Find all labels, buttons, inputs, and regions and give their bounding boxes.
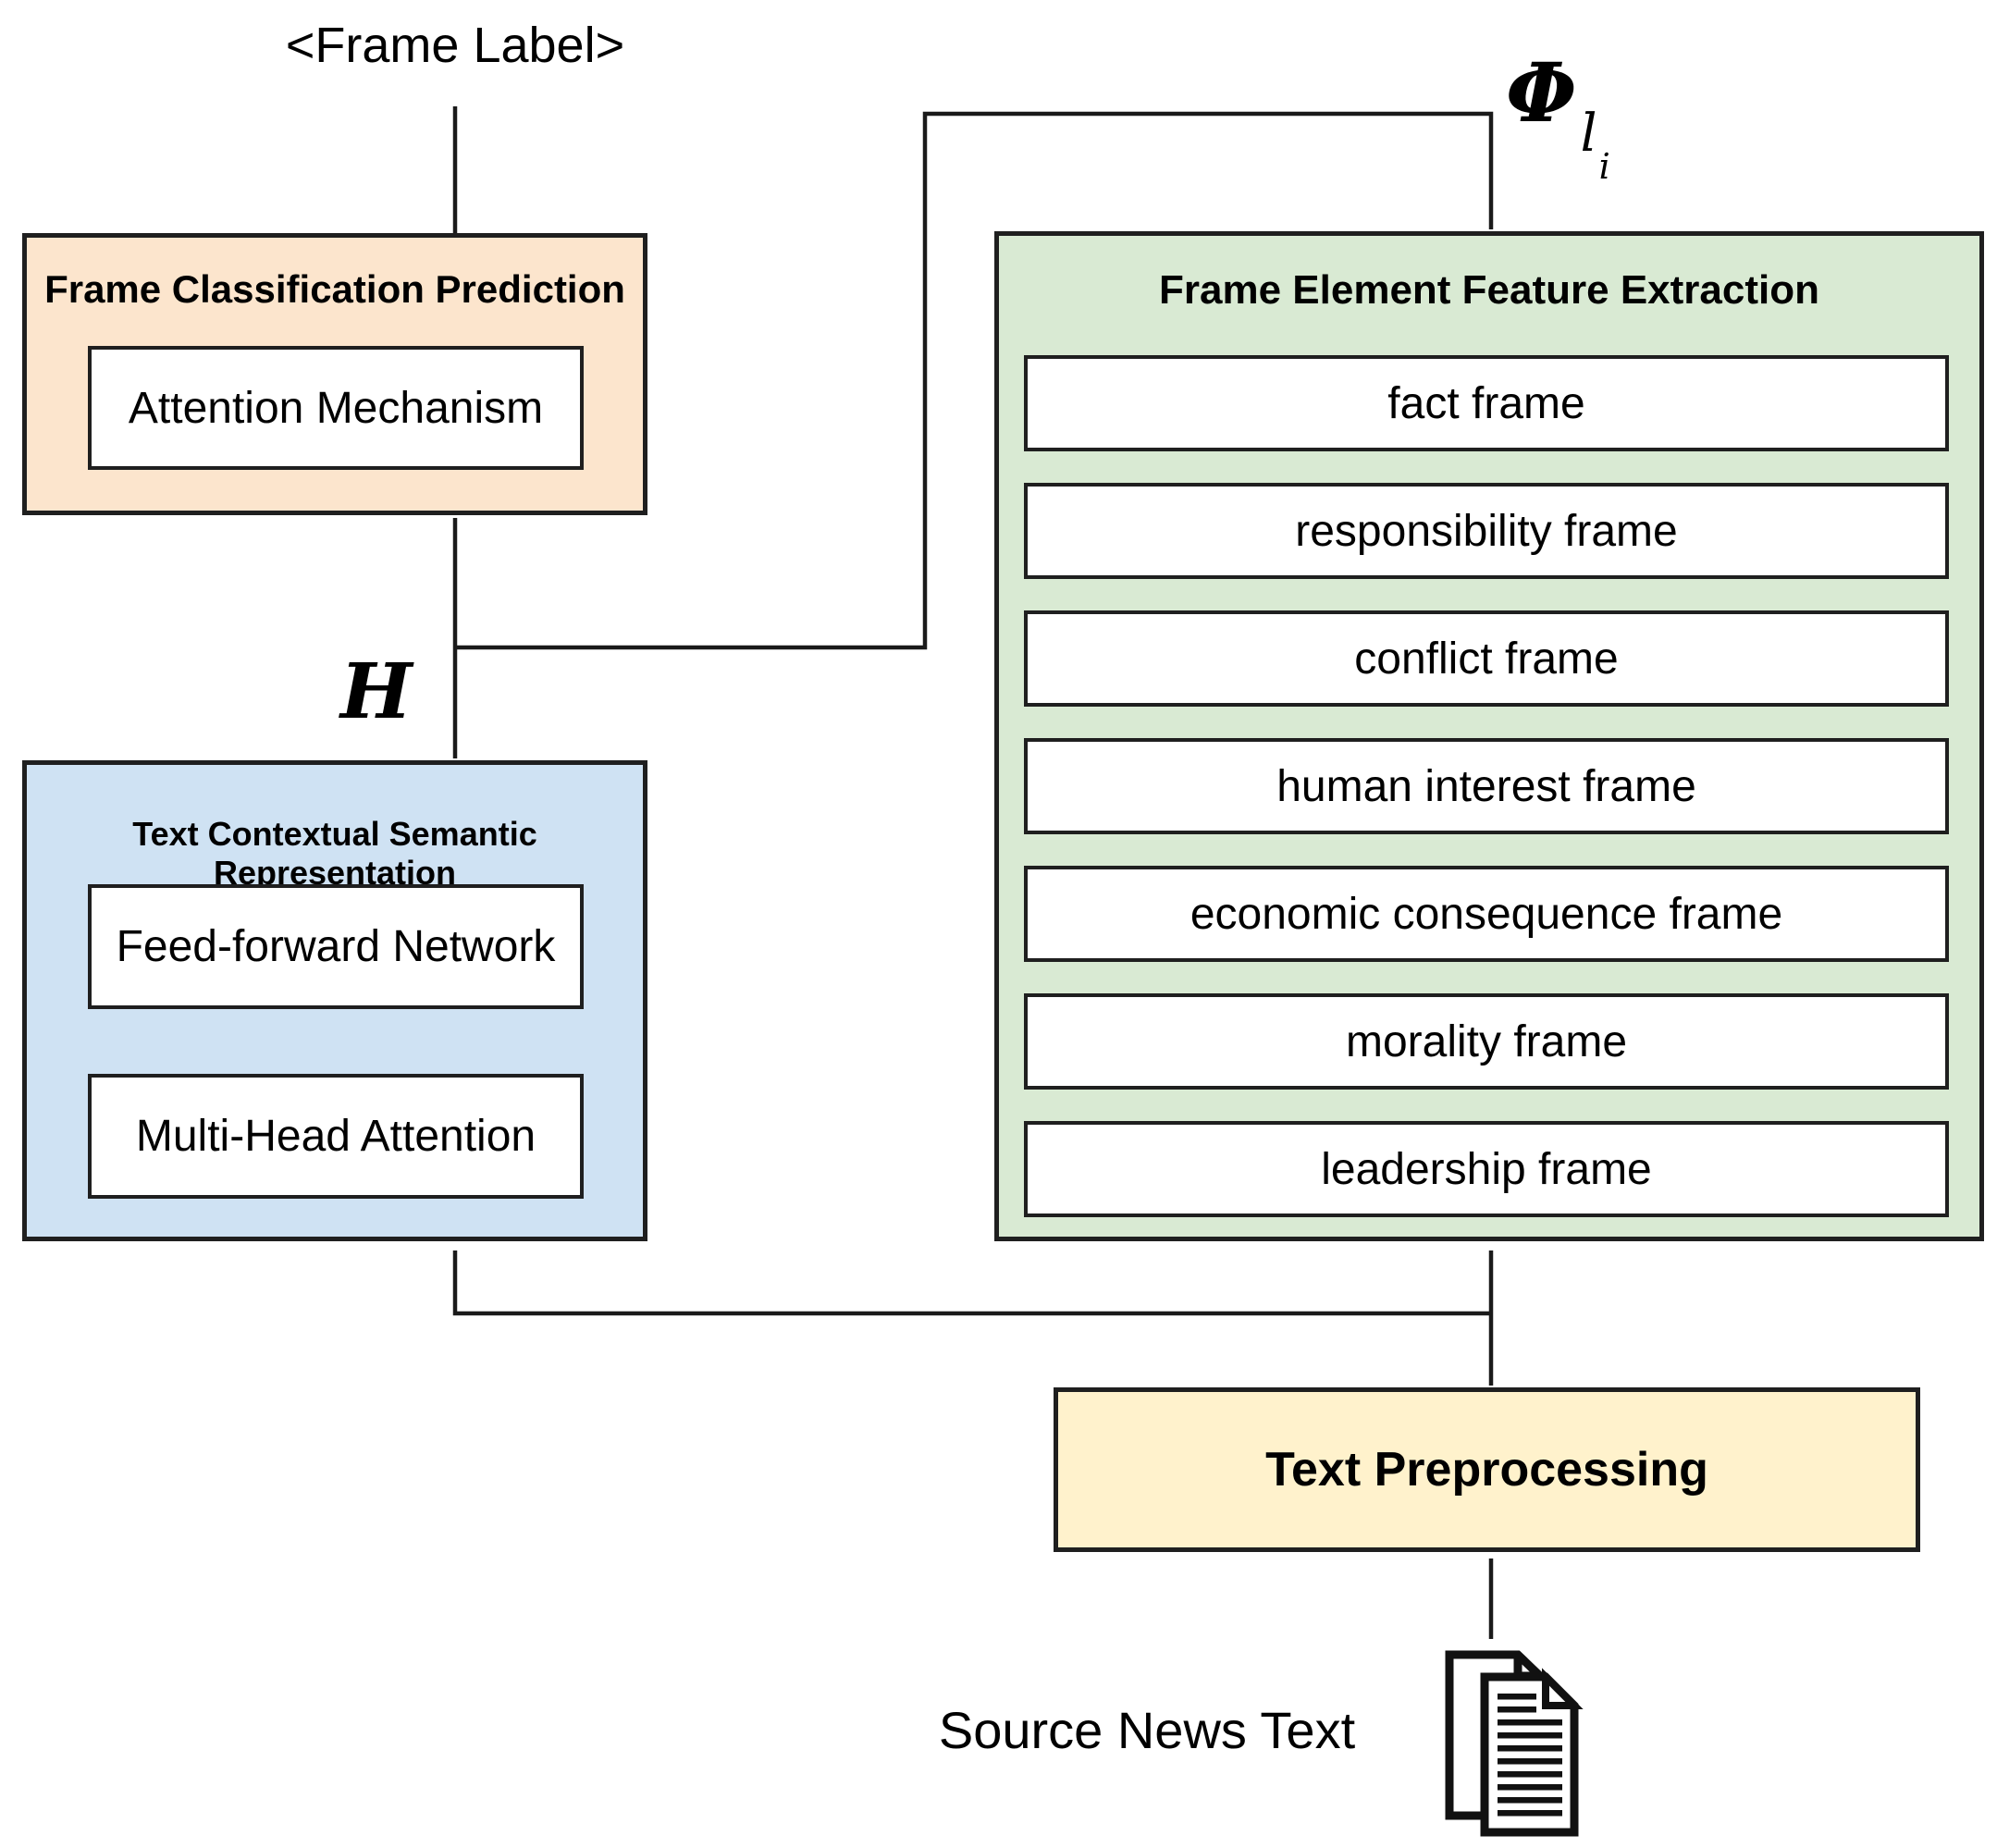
phi-subscript-i: i (1598, 146, 1610, 187)
panel-title: Frame Element Feature Extraction (1158, 267, 1819, 313)
panel-frame-classification-prediction: Frame Classification Prediction Attentio… (22, 233, 647, 515)
frame-label-output: <Frame Label> (285, 18, 625, 73)
feed-forward-network-box: Feed-forward Network (88, 884, 584, 1009)
frame-box-fact: fact frame (1024, 355, 1949, 451)
multi-head-attention-box: Multi-Head Attention (88, 1074, 584, 1199)
frame-box-morality: morality frame (1024, 993, 1949, 1090)
phi-feature-label: Φli (1506, 44, 1610, 187)
panel-title: Text Contextual Semantic Representation (132, 815, 537, 892)
panel-text-preprocessing: Text Preprocessing (1054, 1387, 1920, 1552)
panel-text-contextual-semantic-representation: Text Contextual Semantic Representation … (22, 760, 647, 1241)
panel-title: Frame Classification Prediction (44, 267, 625, 311)
frame-box-conflict: conflict frame (1024, 610, 1949, 707)
phi-subscript-l: l (1580, 104, 1597, 164)
frame-box-responsibility: responsibility frame (1024, 483, 1949, 579)
attention-mechanism-box: Attention Mechanism (88, 346, 584, 470)
source-news-text-label: Source News Text (938, 1701, 1356, 1759)
h-representation-label: H (340, 647, 413, 736)
document-stack-icon (1445, 1650, 1584, 1837)
arrow-preprocessing-to-representation (452, 1250, 1491, 1316)
frame-box-human-interest: human interest frame (1024, 738, 1949, 834)
frame-box-leadership: leadership frame (1024, 1121, 1949, 1217)
phi-symbol: Φ (1506, 44, 1577, 141)
panel-frame-element-feature-extraction: Frame Element Feature Extraction fact fr… (994, 231, 1984, 1241)
frame-box-economic-consequence: economic consequence frame (1024, 866, 1949, 962)
